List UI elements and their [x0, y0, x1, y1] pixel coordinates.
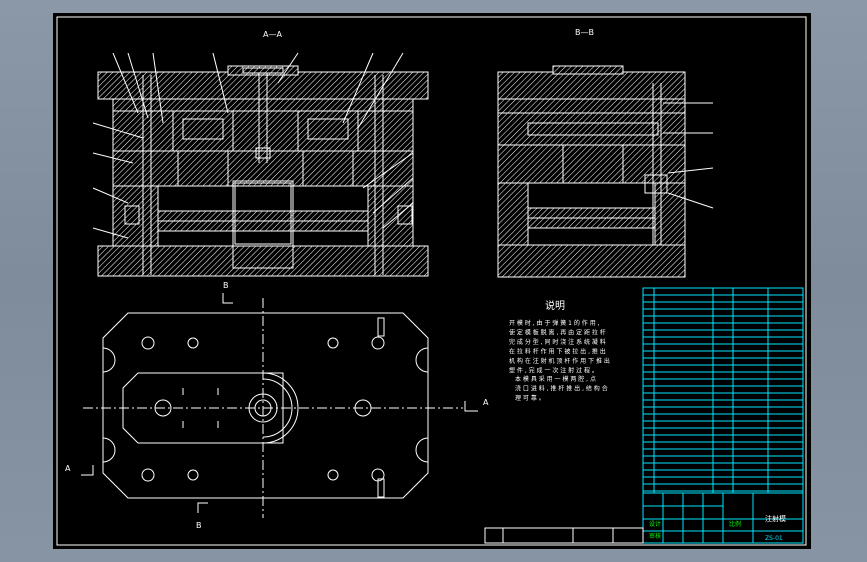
notes-line: 浇 口 进 料 , 推 杆 推 出 , 结 构 合 — [515, 385, 608, 393]
notes-line: 在 拉 料 杆 作 用 下 被 拉 出 , 推 出 — [509, 348, 606, 356]
notes-line: 使 定 模 板 脱 离 , 再 由 定 距 拉 杆 — [509, 329, 606, 337]
mark-b-bottom: B — [196, 521, 202, 530]
title-block: 设计 审核 比例 注射模 ZS-01 — [484, 492, 804, 544]
scale-label: 比例 — [729, 520, 741, 528]
notes-block: 说明 开 模 时 , 由 于 弹 簧 1 的 作 用 , 使 定 模 板 脱 离 … — [509, 299, 610, 402]
notes-line: 机 构 在 注 射 机 顶 杆 作 用 下 推 出 — [509, 357, 610, 365]
drawing-sheet: A—A — [53, 13, 811, 549]
section-aa-label: A—A — [263, 30, 282, 39]
drawing-title: 注射模 — [765, 514, 786, 523]
designer-label: 设计 — [649, 520, 661, 528]
notes-line: 完 成 分 型 , 同 时 浇 注 系 统 凝 料 — [509, 338, 606, 346]
plan-view: B B A A — [65, 281, 489, 530]
notes-line: 本 模 具 采 用 一 模 两 腔 , 点 — [515, 375, 596, 383]
drawing-number: ZS-01 — [765, 535, 783, 542]
parts-list-table — [642, 287, 804, 494]
mark-a-left: A — [65, 464, 71, 473]
notes-paragraph-2: 本 模 具 采 用 一 模 两 腔 , 点浇 口 进 料 , 推 杆 推 出 ,… — [515, 375, 608, 402]
notes-line: 塑 件 , 完 成 一 次 注 射 过 程 。 — [509, 367, 598, 375]
section-bb-view: B—B — [497, 28, 714, 278]
section-bb-label: B—B — [575, 28, 594, 37]
notes-line: 开 模 时 , 由 于 弹 簧 1 的 作 用 , — [509, 319, 600, 327]
checker-label: 审核 — [649, 532, 661, 540]
notes-paragraph-1: 开 模 时 , 由 于 弹 簧 1 的 作 用 , 使 定 模 板 脱 离 , 再… — [509, 319, 610, 375]
drawing-frame — [56, 16, 807, 546]
section-aa-view: A—A — [92, 30, 429, 277]
mark-a-right: A — [483, 398, 489, 407]
notes-title: 说明 — [545, 299, 565, 312]
parts-list-rows — [643, 294, 803, 492]
notes-line: 理 可 靠 。 — [515, 394, 545, 402]
mark-b-top: B — [223, 281, 229, 290]
drawing-canvas[interactable]: A—A — [53, 13, 811, 549]
